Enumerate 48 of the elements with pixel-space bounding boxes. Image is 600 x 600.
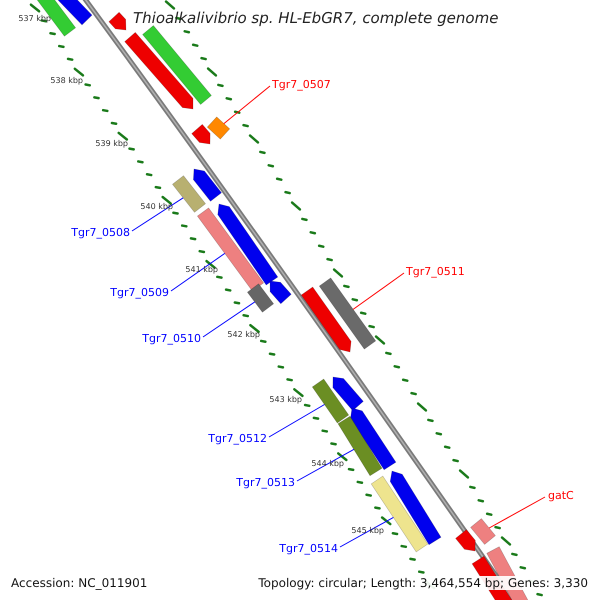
scale-label: 541 kbp (185, 266, 218, 274)
leader-line (296, 448, 354, 482)
scale-label: 539 kbp (95, 140, 128, 148)
map-title: Thioalkalivibrio sp. HL-EbGR7, complete genome (133, 10, 498, 26)
gene-feature (246, 283, 274, 313)
leader-line (132, 197, 184, 232)
gene-feature (370, 476, 428, 552)
leader-line (268, 404, 325, 438)
leader-line (340, 516, 394, 548)
genome-stats-text: Topology: circular; Length: 3,464,554 bp; Genes: 3,330 (256, 576, 590, 590)
leader-line (488, 496, 546, 528)
gene-label: Tgr7_0513 (236, 476, 295, 488)
leader-line (352, 272, 404, 310)
gene-feature (455, 529, 476, 552)
gene-feature (124, 32, 194, 110)
scale-label: 545 kbp (351, 527, 384, 535)
scale-label: 538 kbp (50, 77, 83, 85)
leader-line (223, 86, 270, 124)
gene-feature (312, 378, 350, 424)
gene-label: Tgr7_0511 (406, 266, 465, 276)
scale-label: 537 kbp (18, 15, 51, 23)
gene-feature (300, 286, 352, 352)
gene-feature (172, 175, 206, 213)
gene-label: Tgr7_0507 (272, 78, 331, 90)
gene-label: Tgr7_0514 (279, 542, 338, 554)
gene-feature (270, 280, 292, 304)
gene-label: Tgr7_0509 (110, 286, 169, 298)
scale-label: 544 kbp (311, 460, 344, 468)
gene-label: Tgr7_0512 (208, 432, 267, 444)
scale-label: 542 kbp (227, 331, 260, 339)
gene-feature (350, 408, 396, 470)
gene-feature (191, 124, 210, 144)
gene-feature (390, 470, 442, 546)
gene-feature (206, 116, 230, 140)
gene-feature (217, 204, 278, 286)
gene-label: Tgr7_0510 (142, 332, 201, 344)
gene-label: gatC (548, 490, 574, 500)
gene-feature (318, 277, 376, 350)
gene-label: Tgr7_0508 (71, 226, 130, 238)
gene-feature (193, 168, 222, 202)
leader-line (170, 252, 226, 292)
gene-feature (108, 12, 126, 30)
scale-label: 543 kbp (269, 396, 302, 404)
accession-text: Accession: NC_011901 (9, 576, 150, 590)
gene-feature (142, 25, 212, 105)
leader-line (202, 301, 256, 338)
gene-feature (470, 518, 496, 545)
gene-feature (332, 376, 364, 412)
